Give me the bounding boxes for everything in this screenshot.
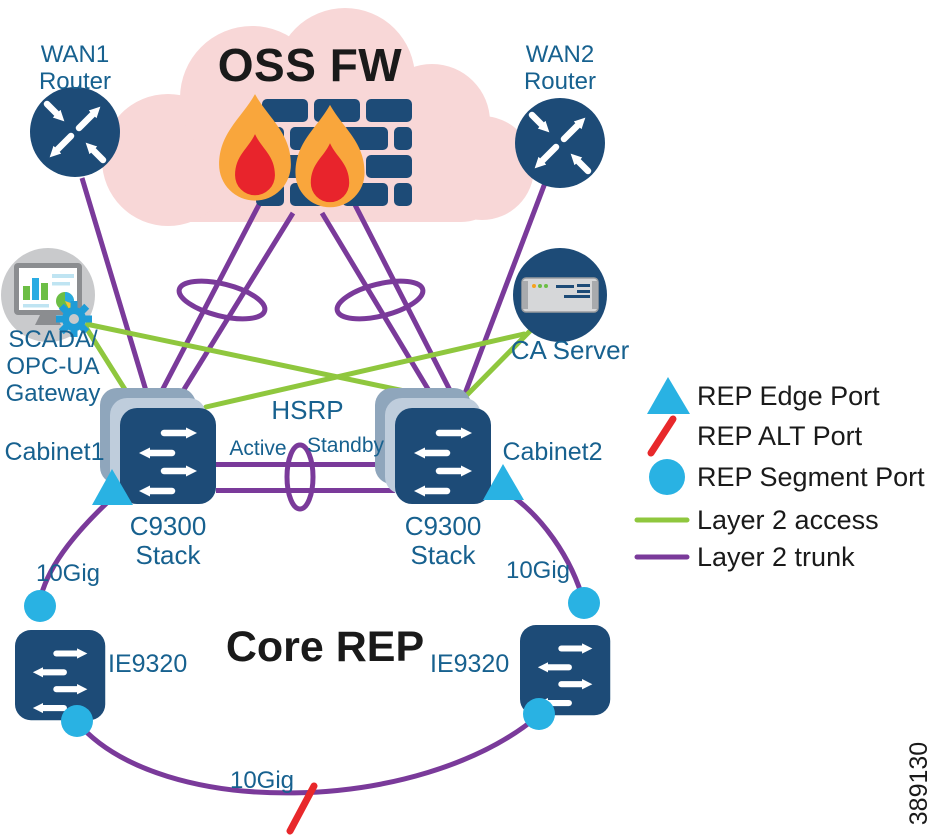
rep-segment-port-icon <box>568 587 600 619</box>
ring-bottom <box>75 714 540 796</box>
legend-rep-edge-triangle-icon <box>647 377 690 414</box>
access-ca-to-c9300-right <box>460 327 534 402</box>
rep-edge-port-left-icon <box>92 469 133 505</box>
c9300-stack-right-label: C9300 Stack <box>404 511 482 571</box>
wan1-router-icon <box>30 87 120 177</box>
hsrp-active-label: Active <box>229 437 287 460</box>
port-channel-loop-right <box>334 278 426 322</box>
ring-right-upper <box>503 488 587 604</box>
trunk-fw-c9300-right-1 <box>319 211 440 406</box>
trunk-fw-c9300-left-2 <box>172 211 296 406</box>
port-channel-loop-left <box>176 278 268 322</box>
legend-rep-alt-slash-icon <box>647 415 677 457</box>
rep-segment-port-icon <box>61 705 93 737</box>
c9300-stack-right-icon <box>375 388 491 504</box>
rep-alt-slash-icon <box>286 782 318 835</box>
access-scada-to-c9300-left <box>77 315 134 402</box>
ie9320-left-label: IE9320 <box>108 650 188 678</box>
rep-segment-port-icon <box>523 698 555 730</box>
tengig-right-label: 10Gig <box>505 557 571 584</box>
c9300-stack-left-label: C9300 Stack <box>129 511 207 571</box>
trunk-fw-c9300-right-2 <box>348 195 460 406</box>
legend-icons <box>634 377 690 560</box>
ring-left-upper <box>38 496 114 597</box>
ca-server-label: CA Server <box>510 335 630 365</box>
legend-layer2-access-label: Layer 2 access <box>697 505 879 535</box>
trunk-fw-c9300-left-1 <box>152 195 266 406</box>
cabinet1-label: Cabinet1 <box>4 438 105 466</box>
document-number: 389130 <box>905 741 933 826</box>
layer2-trunk-links <box>79 177 548 512</box>
tengig-bottom-label: 10Gig <box>229 767 295 794</box>
core-rep-title: Core REP <box>225 623 425 671</box>
rep-edge-port-right-icon <box>483 464 524 500</box>
wan2-router-label: WAN2 Router <box>523 41 597 95</box>
legend-rep-edge-label: REP Edge Port <box>697 381 880 411</box>
cabinet2-label: Cabinet2 <box>502 438 603 466</box>
rep-segment-port-icon <box>24 590 56 622</box>
legend-layer2-trunk-label: Layer 2 trunk <box>697 542 855 572</box>
ie9320-left-icon <box>15 630 105 720</box>
wan1-router-label: WAN1 Router <box>38 41 112 95</box>
trunk-wan2-to-c9300-right <box>458 182 548 405</box>
hsrp-label: HSRP <box>271 395 344 425</box>
scada-gateway-icon <box>1 248 95 342</box>
tengig-left-label: 10Gig <box>35 560 101 587</box>
c9300-stack-left-icon <box>100 388 216 504</box>
rep-segment-ports <box>24 587 600 737</box>
access-ca-to-c9300-left <box>203 331 527 410</box>
firewall-icon <box>219 94 412 208</box>
oss-fw-title: OSS FW <box>217 39 403 91</box>
legend-rep-segment-circle-icon <box>649 459 685 495</box>
scada-gateway-label: SCADA/ OPC-UA Gateway <box>5 326 101 407</box>
ie9320-right-label: IE9320 <box>430 650 510 678</box>
gear-icon <box>56 301 92 337</box>
hsrp-port-channel-loop <box>284 442 316 512</box>
wan2-router-icon <box>515 98 605 188</box>
monitor-stand <box>35 315 61 325</box>
ca-server-icon <box>513 248 607 342</box>
legend-rep-segment-label: REP Segment Port <box>697 462 925 492</box>
oss-fw-cloud-shape <box>102 8 534 226</box>
hsrp-standby-label: Standby <box>306 434 385 457</box>
legend-rep-alt-label: REP ALT Port <box>697 421 863 451</box>
trunk-wan1-to-c9300-left <box>79 177 153 405</box>
